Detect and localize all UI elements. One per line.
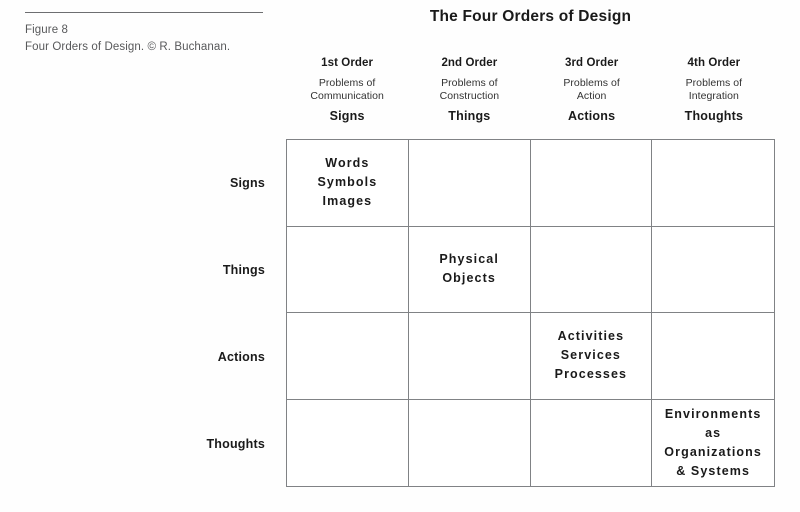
- column-problem-line2: Construction: [439, 90, 500, 102]
- column-problem-line1: Problems of: [441, 77, 498, 89]
- column-keyword-label: Thoughts: [684, 109, 744, 123]
- column-problem-line2: Integration: [688, 90, 739, 102]
- matrix-cell-r1-c3: [530, 140, 653, 227]
- column-problem-line1: Problems of: [563, 77, 620, 89]
- matrix-cell-r3-c2: [408, 313, 531, 400]
- cell-text-line: Services: [560, 348, 621, 363]
- figure-description: Four Orders of Design. © R. Buchanan.: [25, 41, 231, 53]
- matrix-cell-r4-c3: [531, 399, 653, 486]
- matrix-cell-r2-c4: [652, 227, 774, 313]
- matrix-cell-r1-c4: [652, 140, 774, 227]
- cell-text-line: Activities: [557, 329, 625, 344]
- matrix-cell-r2-c1: [287, 226, 409, 313]
- cell-text-line: Symbols: [317, 175, 378, 190]
- matrix-cell-r3-c4: [652, 313, 774, 400]
- row-label-4: Thoughts: [206, 436, 265, 451]
- cell-text-line: as: [705, 425, 722, 440]
- column-keyword-label: Actions: [568, 109, 616, 123]
- column-order-label: 2nd Order: [441, 57, 498, 69]
- column-keyword-label: Things: [448, 109, 491, 123]
- row-label-1: Signs: [229, 175, 265, 190]
- matrix-cell-r3-c1: [287, 313, 409, 400]
- row-label-3: Actions: [217, 349, 265, 364]
- matrix-cell-r4-c2: [409, 399, 531, 486]
- column-problem-line1: Problems of: [318, 77, 376, 89]
- cell-text-line: Words: [325, 156, 370, 171]
- cell-text-line: & Systems: [676, 463, 751, 478]
- column-order-label: 3rd Order: [564, 57, 619, 69]
- matrix-cell-r1-c2: [408, 140, 531, 227]
- column-problem-line2: Action: [576, 90, 607, 102]
- figure-number: Figure 8: [25, 24, 68, 36]
- column-problem-line1: Problems of: [685, 77, 743, 89]
- matrix-cell-r4-c1: [287, 399, 409, 486]
- row-label-2: Things: [222, 262, 265, 277]
- column-order-label: 1st Order: [321, 57, 374, 69]
- cell-text-line: Images: [322, 194, 373, 209]
- figure-caption-block: Figure 8 Four Orders of Design. © R. Buc…: [25, 12, 265, 56]
- matrix-cell-r2-c3: [530, 226, 653, 313]
- column-order-label: 4th Order: [687, 57, 741, 69]
- cell-text-line: Environments: [664, 406, 762, 421]
- cell-text-line: Physical: [439, 252, 499, 267]
- column-keyword-label: Signs: [329, 109, 365, 123]
- page-title: The Four Orders of Design: [429, 8, 632, 25]
- caption-horizontal-rule: [25, 12, 263, 13]
- cell-text-line: Objects: [442, 271, 496, 286]
- cell-text-line: Processes: [554, 367, 628, 382]
- column-problem-line2: Communication: [310, 90, 384, 102]
- cell-text-line: Organizations: [664, 444, 762, 459]
